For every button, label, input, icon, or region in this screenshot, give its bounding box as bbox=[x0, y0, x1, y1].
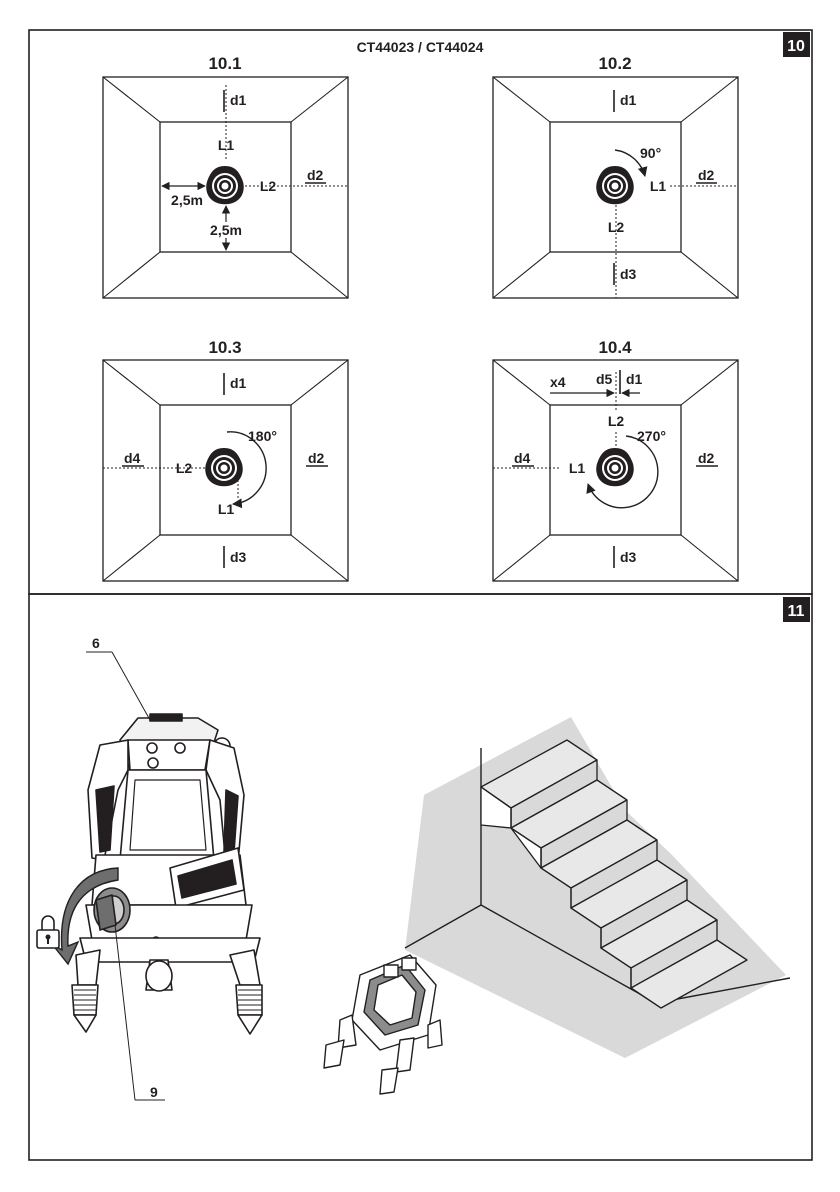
label-d2: d2 bbox=[698, 450, 715, 466]
label-L1: L1 bbox=[218, 137, 235, 153]
staircase-scene bbox=[324, 717, 790, 1094]
label-d3: d3 bbox=[230, 549, 247, 565]
label-dist-horizontal: 2,5m bbox=[171, 192, 203, 208]
label-d1: d1 bbox=[230, 92, 247, 108]
label-d4: d4 bbox=[124, 450, 141, 466]
panel-10-2: 10.2 d1 d2 d3 L1 L2 90° bbox=[493, 54, 738, 298]
section-10: 10 CT44023 / CT44024 10.1 d1 d2 L1 L2 bbox=[29, 30, 812, 594]
label-angle: 180° bbox=[248, 428, 277, 444]
label-d1: d1 bbox=[230, 375, 247, 391]
padlock-icon bbox=[37, 916, 59, 948]
label-L2: L2 bbox=[260, 178, 277, 194]
laser-level-on-floor-illustration bbox=[324, 955, 442, 1094]
section-10-badge-label: 10 bbox=[787, 38, 805, 55]
label-d1: d1 bbox=[620, 92, 637, 108]
label-x4: x4 bbox=[550, 374, 566, 390]
model-title: CT44023 / CT44024 bbox=[357, 39, 484, 55]
label-L1: L1 bbox=[650, 178, 667, 194]
panel-10-1: 10.1 d1 d2 L1 L2 2,5m bbox=[103, 54, 348, 298]
panel-10-3: 10.3 d1 d2 d3 d4 L1 L2 180° bbox=[103, 338, 348, 581]
callout-6-leader bbox=[112, 652, 150, 720]
callout-9-label: 9 bbox=[150, 1084, 158, 1100]
callout-6-label: 6 bbox=[92, 635, 100, 651]
label-d3: d3 bbox=[620, 549, 637, 565]
label-L2: L2 bbox=[176, 460, 193, 476]
label-L2: L2 bbox=[608, 219, 625, 235]
label-d1: d1 bbox=[626, 371, 643, 387]
label-d2: d2 bbox=[308, 450, 325, 466]
panel-title: 10.2 bbox=[598, 54, 631, 73]
label-d5: d5 bbox=[596, 371, 613, 387]
label-L1: L1 bbox=[218, 501, 235, 517]
label-d2: d2 bbox=[698, 167, 715, 183]
label-dist-vertical: 2,5m bbox=[210, 222, 242, 238]
label-d4: d4 bbox=[514, 450, 531, 466]
label-angle: 90° bbox=[640, 145, 661, 161]
panel-10-4: 10.4 d1 d5 x4 d2 d3 d4 L1 bbox=[493, 338, 738, 581]
section-11-badge-label: 11 bbox=[788, 603, 805, 620]
label-L2: L2 bbox=[608, 413, 625, 429]
section-11: 11 bbox=[29, 594, 812, 1160]
panel-title: 10.3 bbox=[208, 338, 241, 357]
panel-title: 10.4 bbox=[598, 338, 632, 357]
label-L1: L1 bbox=[569, 460, 586, 476]
label-d3: d3 bbox=[620, 266, 637, 282]
panel-title: 10.1 bbox=[208, 54, 241, 73]
label-d2: d2 bbox=[307, 167, 324, 183]
